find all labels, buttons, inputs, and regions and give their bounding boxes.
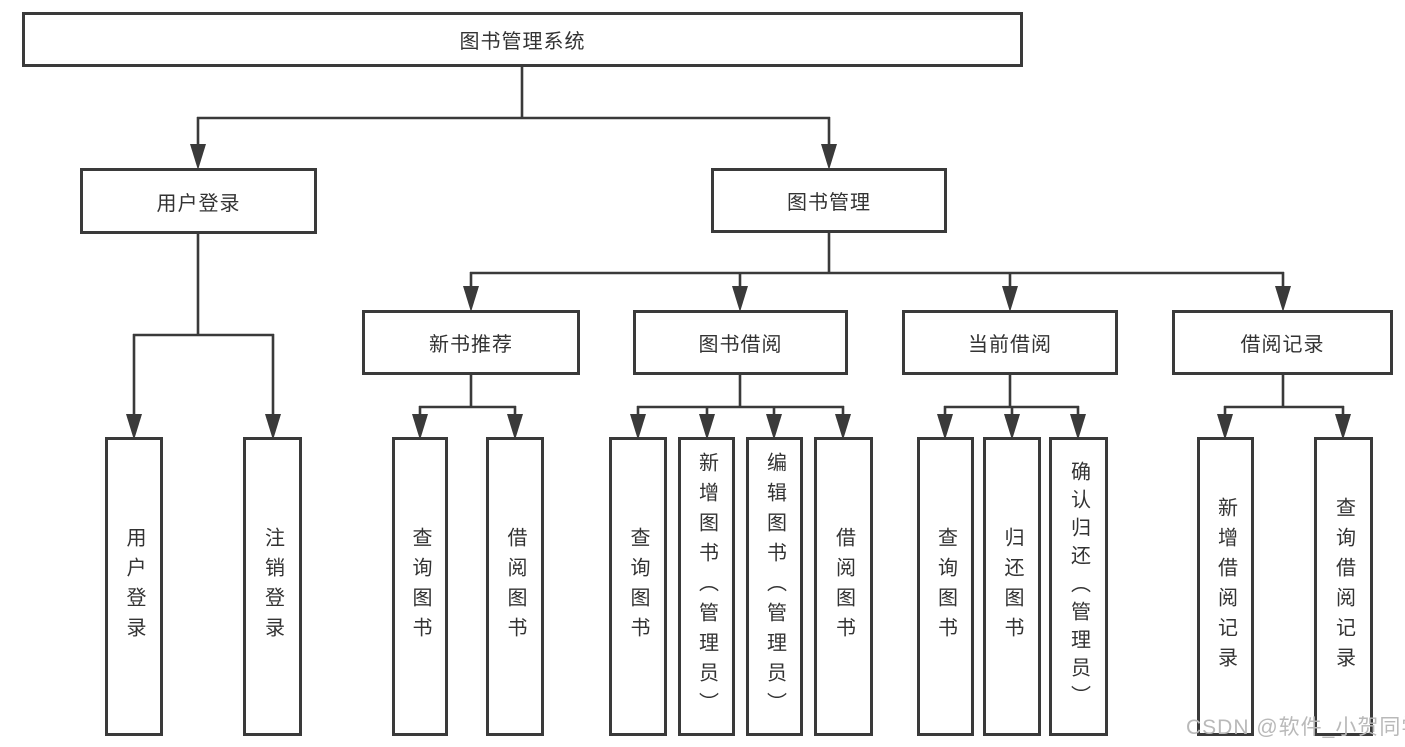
leaf-query-books-current-label: 查询图书	[934, 526, 957, 647]
node-root-label: 图书管理系统	[459, 31, 586, 53]
leaf-borrow-books: 借阅图书	[814, 437, 873, 736]
leaf-query-borrow-record: 查询借阅记录	[1314, 437, 1373, 736]
arrowhead-icons	[126, 144, 1351, 440]
node-new-book-recommend: 新书推荐	[362, 310, 580, 375]
node-borrow-records: 借阅记录	[1172, 310, 1393, 375]
node-book-management: 图书管理	[711, 168, 947, 233]
node-book-borrow-label: 图书借阅	[698, 334, 783, 356]
leaf-query-books-recommend: 查询图书	[392, 437, 448, 736]
leaf-borrow-books-recommend: 借阅图书	[486, 437, 544, 736]
node-book-borrow: 图书借阅	[633, 310, 848, 375]
leaf-query-borrow-record-label: 查询借阅记录	[1332, 496, 1355, 677]
leaf-user-login: 用户登录	[105, 437, 163, 736]
leaf-query-books-borrow-label: 查询图书	[627, 526, 649, 647]
leaf-edit-books-admin: 编辑图书（管理员）	[746, 437, 803, 736]
leaf-return-books: 归还图书	[983, 437, 1041, 736]
leaf-add-books-admin-label: 新增图书（管理员）	[695, 451, 718, 722]
leaf-return-books-label: 归还图书	[1001, 526, 1023, 647]
leaf-query-books-recommend-label: 查询图书	[409, 526, 431, 647]
leaf-logout-login: 注销登录	[243, 437, 302, 736]
node-new-book-recommend-label: 新书推荐	[429, 334, 513, 356]
leaf-borrow-books-recommend-label: 借阅图书	[504, 526, 526, 647]
leaf-user-login-label: 用户登录	[123, 526, 145, 647]
node-root-system: 图书管理系统	[22, 12, 1023, 67]
node-book-management-label: 图书管理	[787, 192, 871, 214]
node-current-borrow-label: 当前借阅	[968, 334, 1052, 356]
leaf-add-borrow-record-label: 新增借阅记录	[1214, 496, 1237, 677]
leaf-confirm-return-admin-label: 确认归还（管理员）	[1067, 460, 1090, 713]
node-borrow-records-label: 借阅记录	[1240, 334, 1325, 356]
leaf-edit-books-admin-label: 编辑图书（管理员）	[763, 451, 786, 722]
leaf-borrow-books-label: 借阅图书	[832, 526, 855, 647]
node-user-login: 用户登录	[80, 168, 317, 234]
leaf-add-borrow-record: 新增借阅记录	[1197, 437, 1254, 736]
node-current-borrow: 当前借阅	[902, 310, 1118, 375]
leaf-logout-login-label: 注销登录	[261, 526, 284, 647]
leaf-query-books-borrow: 查询图书	[609, 437, 667, 736]
leaf-confirm-return-admin: 确认归还（管理员）	[1049, 437, 1108, 736]
leaf-query-books-current: 查询图书	[917, 437, 974, 736]
leaf-add-books-admin: 新增图书（管理员）	[678, 437, 735, 736]
node-user-login-label: 用户登录	[156, 192, 241, 215]
